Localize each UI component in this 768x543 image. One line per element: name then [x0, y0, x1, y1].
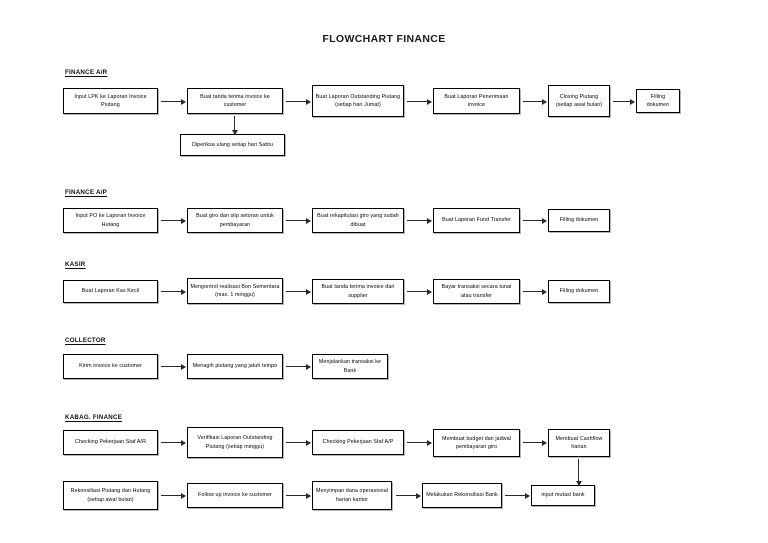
- connector-kf-2-to-kf-3: [286, 439, 311, 446]
- page-title: FLOWCHART FINANCE: [322, 33, 446, 45]
- connector-kf-5-to-kf-10: [575, 459, 582, 486]
- node-follow-up-invoice-ke-customer[interactable]: Follow up invoice ke customer: [187, 483, 283, 508]
- connector-ar-3-to-ar-4: [407, 98, 432, 105]
- node-label: Follow up invoice ke customer: [198, 492, 272, 499]
- connector-ar-2-to-ar-3: [286, 98, 311, 105]
- node-buat-tanda-terima-invoice-ke-customer[interactable]: Buat tanda terima invoice ke customer: [187, 88, 283, 114]
- node-filling-dokumen-ap[interactable]: Filling dokumen: [548, 209, 610, 232]
- node-label: Buat tanda terima invoice ke customer: [200, 93, 270, 108]
- node-melakukan-rekonsiliasi-bank[interactable]: Melakukan Rekonsiliasi Bank: [422, 483, 502, 508]
- node-menjalankan-transaksi-ke-bank[interactable]: Menjalankan transaksi ke Bank: [312, 354, 388, 379]
- connector-ap-1-to-ap-2: [161, 217, 186, 224]
- node-label: Buat tanda terima invoice dari supplier: [321, 284, 395, 299]
- node-label: Membuat budget dan jadwal pembayaran gir…: [441, 435, 512, 450]
- section-label-kasir: KASIR: [65, 261, 86, 268]
- connector-ap-4-to-ap-5: [523, 217, 547, 224]
- node-label: Bayar transaksi secara tunai atau transf…: [441, 284, 512, 299]
- node-membuat-budget-jadwal-pembayaran-giro[interactable]: Membuat budget dan jadwal pembayaran gir…: [433, 429, 520, 457]
- node-label: Input PO ke Laporan Invoice Hutang: [75, 213, 146, 228]
- node-filling-dokumen-ar[interactable]: Filling dokumen: [636, 89, 680, 113]
- node-buat-rekapitulasi-giro[interactable]: Buat rekapitulasi giro yang sudah dibuat: [312, 208, 404, 233]
- node-menyimpan-dana-operasional-harian-kantor[interactable]: Menyimpan dana operasional harian kantor: [312, 481, 392, 510]
- node-buat-tanda-terima-invoice-supplier[interactable]: Buat tanda terima invoice dari supplier: [312, 279, 404, 304]
- connector-kf-4-to-kf-5: [523, 439, 547, 446]
- connector-kf-7-to-kf-8: [286, 492, 311, 499]
- node-label: Closing Piutang (setiap awal bulan): [555, 93, 603, 108]
- node-label: input mutasi bank: [541, 492, 585, 499]
- connector-ar-5-to-ar-6: [613, 98, 635, 105]
- node-bayar-transaksi-tunai-transfer[interactable]: Bayar transaksi secara tunai atau transf…: [433, 279, 520, 304]
- node-label: Menyimpan dana operasional harian kantor: [315, 488, 389, 503]
- node-kirim-invoice-ke-customer[interactable]: Kirim invoice ke customer: [63, 354, 158, 379]
- node-label: Input LPK ke Laporan Invoice Piutang: [74, 93, 147, 108]
- section-label-finance-ar: FINANCE A/R: [65, 69, 108, 76]
- node-buat-giro-slip-setoran[interactable]: Buat giro dan slip setoran untuk pembaya…: [187, 208, 283, 233]
- node-label: Checking Pekerjaan Staf A/P: [322, 439, 394, 446]
- node-label: Buat giro dan slip setoran untuk pembaya…: [196, 213, 274, 228]
- node-label: Buat Laporan Kas Kecil: [81, 288, 140, 295]
- node-buat-laporan-outstanding-piutang[interactable]: Buat Laporan Outstanding Piutang (setiap…: [312, 85, 404, 117]
- node-label: Filling dokumen: [559, 217, 599, 224]
- node-input-mutasi-bank[interactable]: input mutasi bank: [531, 485, 595, 506]
- connector-ar-1-to-ar-2: [161, 98, 186, 105]
- connector-kf-3-to-kf-4: [407, 439, 432, 446]
- node-label: Mengontrol realisasi Bon Sementara (max.…: [190, 283, 280, 298]
- connector-kf-8-to-kf-9: [396, 492, 421, 499]
- node-label: Diperiksa ulang setiap hari Sabtu: [191, 141, 274, 148]
- node-label: Rekonsiliasi Piutang dan Hutang (setiap …: [70, 488, 151, 503]
- node-buat-laporan-kas-kecil[interactable]: Buat Laporan Kas Kecil: [63, 280, 158, 303]
- connector-ks-4-to-ks-5: [523, 288, 547, 295]
- node-checking-pekerjaan-staf-ap[interactable]: Checking Pekerjaan Staf A/P: [312, 430, 404, 455]
- connector-ar-2-to-ar-7: [231, 116, 238, 135]
- connector-cl-2-to-cl-3: [286, 363, 311, 370]
- connector-ap-2-to-ap-3: [286, 217, 311, 224]
- connector-ks-2-to-ks-3: [286, 288, 311, 295]
- node-mengontrol-realisasi-bon-sementara[interactable]: Mengontrol realisasi Bon Sementara (max.…: [187, 278, 283, 304]
- node-label: Buat Laporan Penerimaan invoice: [444, 93, 509, 108]
- section-label-finance-ap: FINANCE A/P: [65, 189, 108, 196]
- section-label-kabag-finance: KABAG. FINANCE: [65, 414, 123, 421]
- node-buat-laporan-fund-transfer[interactable]: Buat Laporan Fund Transfer: [433, 208, 520, 233]
- connector-ap-3-to-ap-4: [407, 217, 432, 224]
- node-label: Melakukan Rekonsiliasi Bank: [426, 492, 498, 499]
- connector-kf-1-to-kf-2: [161, 439, 186, 446]
- node-menagih-piutang-jatuh-tempo[interactable]: Menagih piutang yang jatuh tempo: [187, 354, 283, 379]
- node-closing-piutang[interactable]: Closing Piutang (setiap awal bulan): [548, 85, 610, 117]
- node-label: Kirim invoice ke customer: [79, 363, 142, 370]
- node-label: Menagih piutang yang jatuh tempo: [192, 363, 278, 370]
- connector-kf-9-to-kf-10: [505, 492, 530, 499]
- node-label: Verifikasi Laporan Outstanding Piutang (…: [197, 435, 273, 450]
- node-membuat-cashflow-harian[interactable]: Membuat Cashflow harian: [548, 429, 610, 457]
- node-buat-laporan-penerimaan-invoice[interactable]: Buat Laporan Penerimaan invoice: [433, 88, 520, 114]
- connector-cl-1-to-cl-2: [161, 363, 186, 370]
- node-label: Checking Pekerjaan Staf A/R: [74, 439, 146, 446]
- node-input-lpk-laporan-invoice-piutang[interactable]: Input LPK ke Laporan Invoice Piutang: [63, 88, 158, 114]
- node-diperiksa-ulang-setiap-hari-sabtu[interactable]: Diperiksa ulang setiap hari Sabtu: [180, 134, 285, 156]
- node-label: Buat Laporan Fund Transfer: [442, 217, 511, 224]
- node-checking-pekerjaan-staf-ar[interactable]: Checking Pekerjaan Staf A/R: [63, 430, 158, 455]
- connector-ks-1-to-ks-2: [161, 288, 186, 295]
- section-label-collector: COLLECTOR: [65, 337, 106, 344]
- node-label: Filling dokumen: [646, 93, 670, 108]
- node-filling-dokumen-kasir[interactable]: Filling dokumen: [548, 280, 610, 303]
- node-label: Membuat Cashflow harian: [555, 435, 603, 450]
- node-label: Buat Laporan Outstanding Piutang (setiap…: [315, 93, 401, 108]
- node-label: Buat rekapitulasi giro yang sudah dibuat: [317, 213, 399, 228]
- node-rekonsiliasi-piutang-dan-hutang[interactable]: Rekonsiliasi Piutang dan Hutang (setiap …: [63, 481, 158, 510]
- connector-ar-4-to-ar-5: [523, 98, 547, 105]
- connector-kf-6-to-kf-7: [161, 492, 186, 499]
- node-label: Filling dokumen: [559, 288, 599, 295]
- node-label: Menjalankan transaksi ke Bank: [318, 359, 382, 374]
- node-verifikasi-laporan-outstanding-piutang[interactable]: Verifikasi Laporan Outstanding Piutang (…: [187, 427, 283, 458]
- node-input-po-laporan-invoice-hutang[interactable]: Input PO ke Laporan Invoice Hutang: [63, 208, 158, 233]
- connector-ks-3-to-ks-4: [407, 288, 432, 295]
